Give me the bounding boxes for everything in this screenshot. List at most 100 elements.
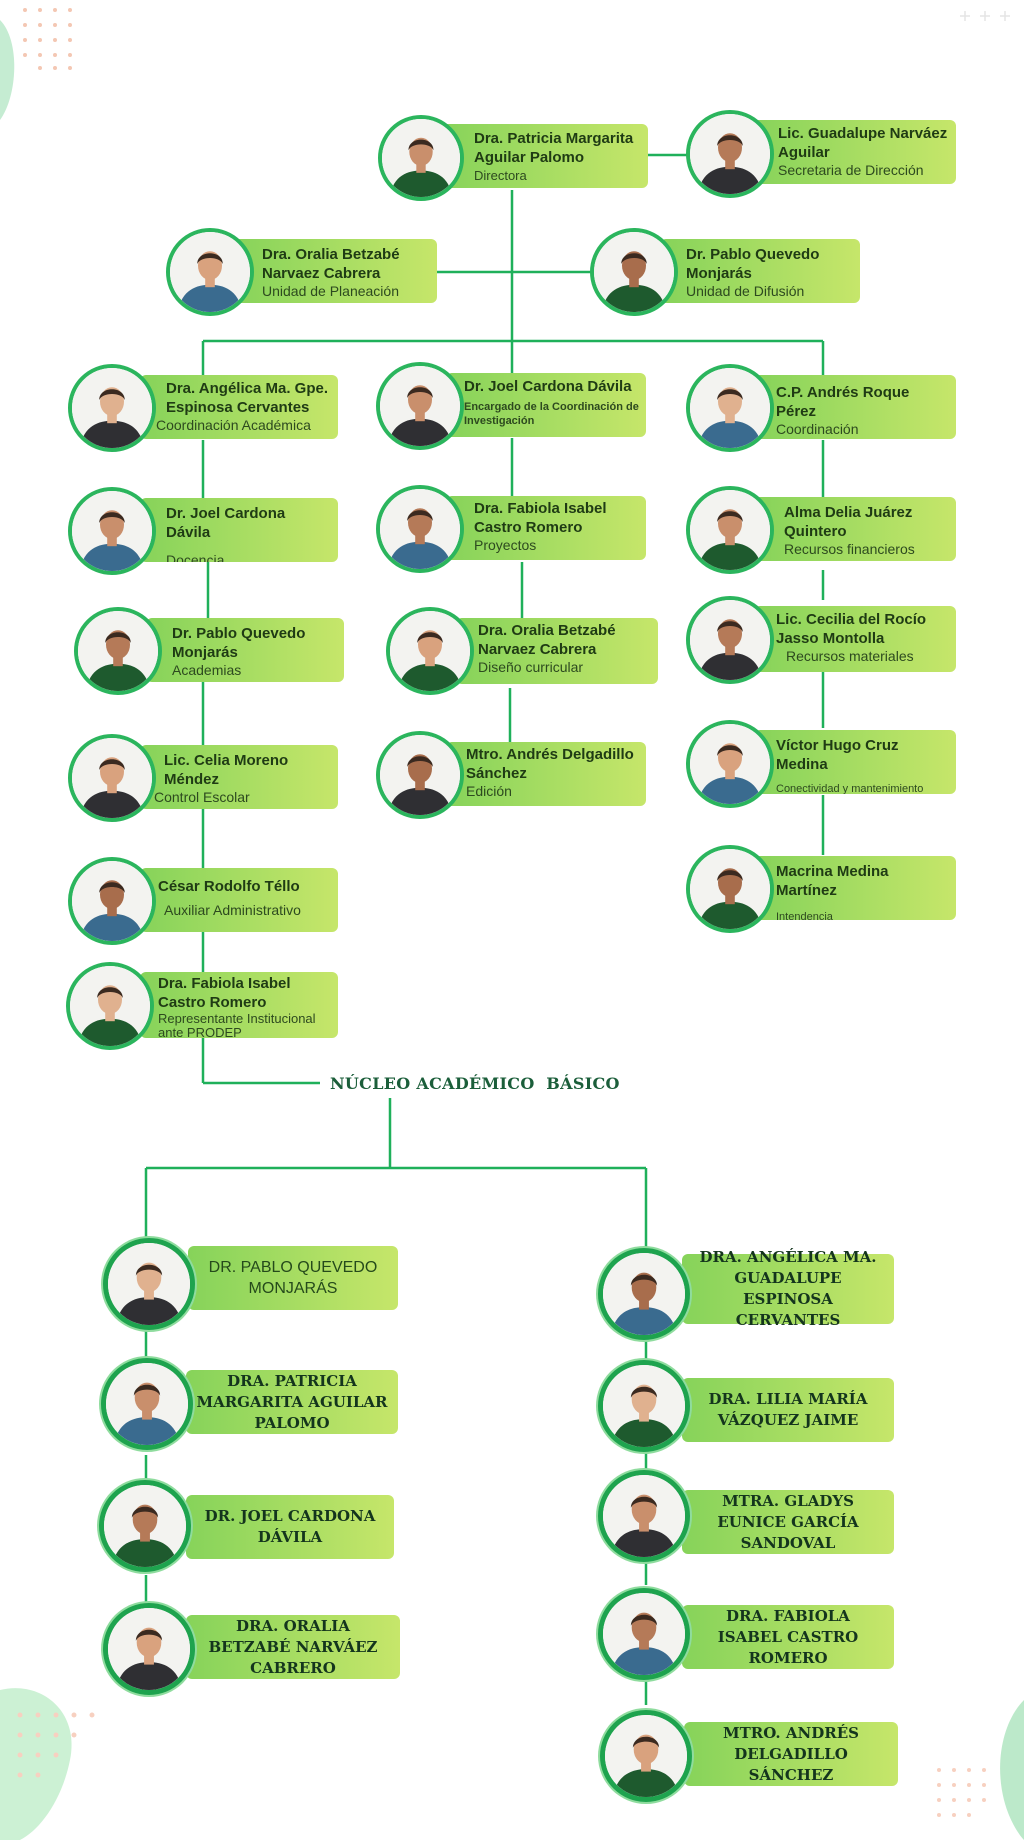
person-role: Diseño curricular [478,659,650,676]
person-photo-icon [603,1253,685,1335]
person-photo-icon [72,738,152,818]
org-card: Dr. Joel Cardona Dávila Docencia [140,498,338,562]
person-photo-icon [382,119,460,197]
nucleo-card: MTRA. GLADYS EUNICE GARCÍA SANDOVAL [682,1490,894,1554]
avatar [686,845,774,933]
avatar [68,487,156,575]
person-role: Secretaria de Dirección [778,162,948,179]
person-name: Lic. Celia Moreno Méndez [164,751,330,789]
avatar [598,1470,690,1562]
person-photo-icon [78,611,158,691]
person-photo-icon [106,1363,188,1445]
org-card: Lic. Guadalupe Narváez Aguilar Secretari… [750,120,956,184]
nucleo-card: DRA. LILIA MARÍA VÁZQUEZ JAIME [682,1378,894,1442]
avatar [103,1603,195,1695]
person-name: Alma Delia Juárez Quintero [784,503,948,541]
avatar [66,962,154,1050]
org-card: Dra. Oralia Betzabé Narvaez Cabrera Dise… [456,618,658,684]
person-photo-icon [690,490,770,570]
person-role: Intendencia [776,910,952,920]
org-card: Macrina Medina Martínez Intendencia [754,856,956,920]
avatar [101,1358,193,1450]
section-title-nucleo: NÚCLEO ACADÉMICO BÁSICO [330,1074,620,1093]
avatar [686,596,774,684]
person-photo-icon [108,1608,190,1690]
person-photo-icon [380,489,460,569]
org-card: Dr. Joel Cardona Dávila Encargado de la … [446,373,646,437]
person-name: Dra. Patricia Margarita Aguilar Palomo [474,129,638,167]
person-name: Dr. Joel Cardona Dávila [464,377,640,396]
avatar [68,857,156,945]
person-role: Edición [466,783,638,800]
person-photo-icon [605,1715,687,1797]
avatar [68,734,156,822]
avatar [103,1238,195,1330]
avatar [598,1248,690,1340]
person-role: Recursos materiales [786,648,950,665]
person-role: Docencia [166,552,330,562]
person-photo-icon [104,1485,186,1567]
org-card: Dra. Fabiola Isabel Castro Romero Repres… [140,972,338,1038]
avatar [686,486,774,574]
person-role: Proyectos [474,537,638,554]
avatar [99,1480,191,1572]
person-role: Unidad de Difusión [686,283,852,300]
person-name: Mtro. Andrés Delgadillo Sánchez [466,745,638,783]
person-role: Recursos financieros [784,541,948,558]
person-name: Macrina Medina Martínez [776,862,952,900]
org-card: Dra. Oralia Betzabé Narvaez Cabrera Unid… [232,239,437,303]
person-photo-icon [690,600,770,680]
person-role: Representante Institucional ante PRODEP [158,1012,332,1038]
avatar [598,1360,690,1452]
decorative-bottom-left-blob [0,1680,110,1840]
avatar [376,485,464,573]
decorative-top-right-plus [955,6,1024,26]
org-card: Víctor Hugo Cruz Medina Conectividad y m… [754,730,956,794]
nucleo-card: MTRO. ANDRÉS DELGADILLO SÁNCHEZ [684,1722,898,1786]
nucleo-card: DR. JOEL CARDONA DÁVILA [186,1495,394,1559]
person-name: Dr. Pablo Quevedo Monjarás [172,624,336,662]
avatar [600,1710,692,1802]
person-name: Víctor Hugo Cruz Medina [776,736,950,774]
person-role: Coordinación Administrativa [776,421,886,439]
avatar [376,731,464,819]
person-photo-icon [390,611,470,691]
person-photo-icon [603,1365,685,1447]
person-role: Directora [474,167,638,184]
person-photo-icon [594,232,674,312]
person-photo-icon [603,1475,685,1557]
avatar [686,720,774,808]
org-card: Mtro. Andrés Delgadillo Sánchez Edición [446,742,646,806]
avatar [386,607,474,695]
nucleo-card: DRA. ORALIA BETZABÉ NARVÁEZ CABRERO [186,1615,400,1679]
person-name: Lic. Cecilia del Rocío Jasso Montolla [776,610,950,648]
org-card: Lic. Celia Moreno Méndez Control Escolar [140,745,338,809]
person-name: Dra. Fabiola Isabel Castro Romero [474,499,638,537]
person-photo-icon [72,368,152,448]
avatar [598,1588,690,1680]
nucleo-card: DRA. PATRICIA MARGARITA AGUILAR PALOMO [186,1370,398,1434]
person-name: C.P. Andrés Roque Pérez [776,383,952,421]
org-card: C.P. Andrés Roque Pérez Coordinación Adm… [754,375,956,439]
avatar [166,228,254,316]
org-card: Dra. Patricia Margarita Aguilar Palomo D… [440,124,648,188]
decorative-bottom-right-blob [924,1700,1024,1840]
person-role: Coordinación Académica [156,417,330,434]
decorative-top-left-blob [0,0,90,130]
avatar [686,364,774,452]
org-card: Dr. Pablo Quevedo Monjarás Academias [146,618,344,682]
avatar [590,228,678,316]
person-photo-icon [72,861,152,941]
person-role: Encargado de la Coordinación de Investig… [464,400,640,428]
avatar [378,115,464,201]
person-name: Dra. Fabiola Isabel Castro Romero [158,974,332,1012]
person-photo-icon [380,735,460,815]
avatar [376,362,464,450]
person-photo-icon [690,114,770,194]
person-role: Control Escolar [154,789,330,806]
person-role: Auxiliar Administrativo [164,902,330,919]
org-card: Alma Delia Juárez Quintero Recursos fina… [754,497,956,561]
nucleo-card: DRA. FABIOLA ISABEL CASTRO ROMERO [682,1605,894,1669]
person-name: Dra. Oralia Betzabé Narvaez Cabrera [478,621,650,659]
person-photo-icon [690,724,770,804]
